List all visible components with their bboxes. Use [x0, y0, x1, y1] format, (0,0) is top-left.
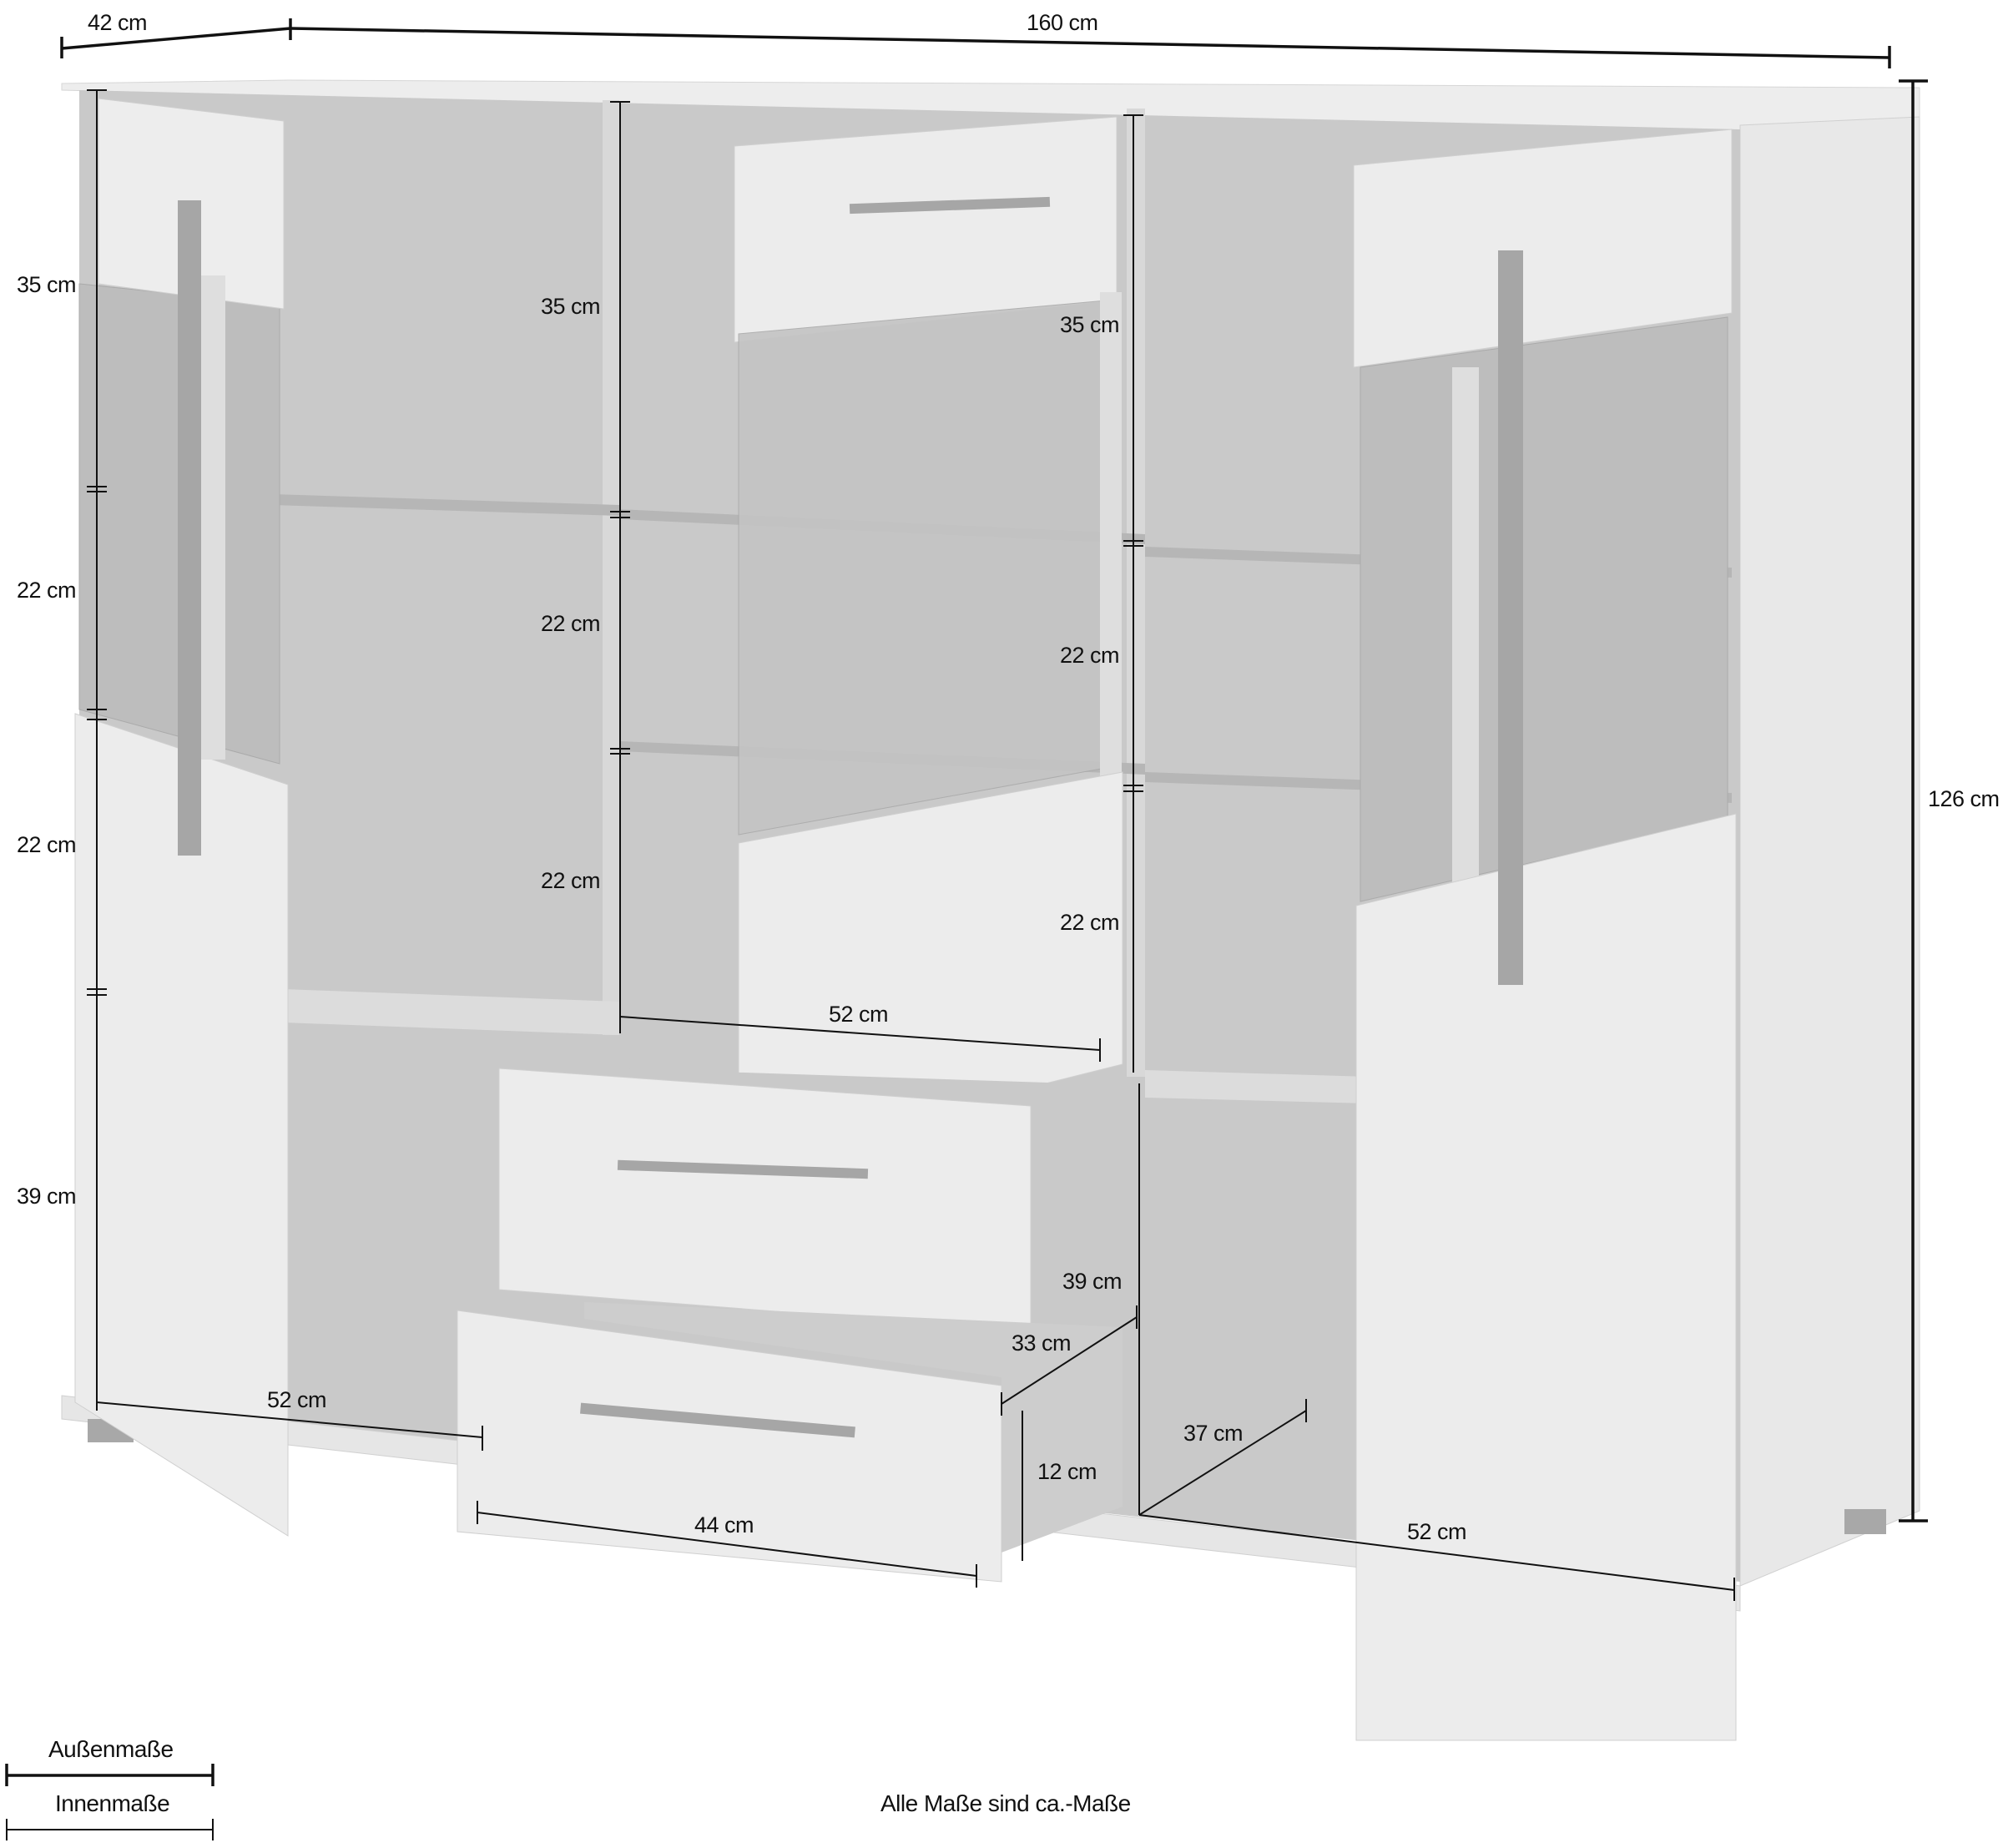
left-height-4-label: 39 cm — [17, 1184, 77, 1209]
middle-height-1-label: 35 cm — [541, 294, 601, 319]
right-height-2-label: 22 cm — [1060, 643, 1120, 668]
middle-height-2-label: 22 cm — [541, 611, 601, 636]
right-door-glass — [1360, 316, 1728, 902]
left-door-bottom-panel — [74, 713, 289, 1537]
outer-width-label: 160 cm — [1027, 10, 1098, 35]
lower-drawer-box — [584, 1302, 1123, 1553]
right-width-label: 52 cm — [1407, 1519, 1467, 1544]
left-door-wood-strip — [200, 275, 225, 760]
lower-drawer-front — [457, 1310, 1002, 1583]
outer-dimension-lines — [60, 18, 1928, 1522]
drawer-section-height-label: 39 cm — [1062, 1269, 1123, 1294]
divider-left — [603, 100, 619, 1035]
middle-shelf-width-label: 52 cm — [829, 1002, 889, 1027]
drawer-depth-label: 33 cm — [1012, 1330, 1072, 1356]
left-height-2-label: 22 cm — [17, 578, 77, 603]
shelf-4 — [284, 989, 619, 1035]
right-door-top-panel — [1353, 129, 1733, 368]
right-height-3-label: 22 cm — [1060, 910, 1120, 935]
upper-drawer-handle — [617, 1159, 869, 1179]
right-door-handle — [1498, 250, 1523, 985]
shelf-7 — [1145, 1070, 1369, 1103]
middle-height-3-label: 22 cm — [541, 868, 601, 893]
legend-inner-label: Innenmaße — [55, 1790, 170, 1816]
divider-right — [1127, 109, 1145, 1077]
lower-drawer-handle — [580, 1402, 855, 1438]
legend-lines — [5, 1764, 214, 1840]
middle-door-handle — [849, 196, 1051, 215]
middle-door-bottom-panel — [738, 771, 1123, 1161]
legend-outer-label: Außenmaße — [48, 1736, 174, 1762]
middle-door-glass — [738, 300, 1107, 836]
right-door-wood-strip — [1452, 367, 1479, 885]
outer-depth-label: 42 cm — [88, 10, 148, 35]
right-door-bottom-panel — [1355, 813, 1737, 1741]
drawer-width-label: 44 cm — [694, 1512, 754, 1537]
left-height-3-label: 22 cm — [17, 832, 77, 857]
left-door-handle — [178, 200, 201, 856]
foot-right-side — [1844, 1509, 1886, 1534]
cabinet-right-side — [1739, 116, 1920, 1587]
inner-dimension-lines — [87, 89, 1735, 1601]
right-height-1-label: 35 cm — [1060, 312, 1120, 337]
left-depth-label: 52 cm — [267, 1387, 327, 1412]
drawer-height-label: 12 cm — [1037, 1459, 1097, 1484]
outer-height-label: 126 cm — [1928, 786, 2000, 811]
upper-drawer-front — [498, 1068, 1032, 1332]
right-depth-label: 37 cm — [1183, 1421, 1244, 1446]
footnote: Alle Maße sind ca.-Maße — [880, 1790, 1131, 1816]
left-height-1-label: 35 cm — [17, 272, 77, 297]
